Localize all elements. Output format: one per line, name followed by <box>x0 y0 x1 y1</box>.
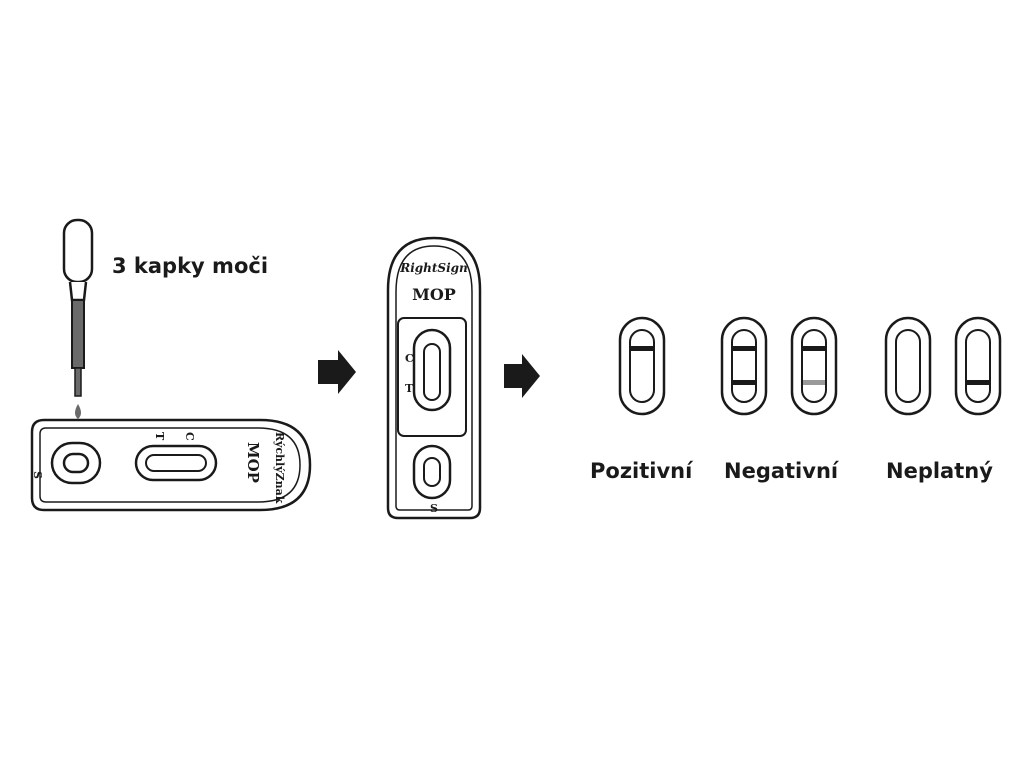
arrow-right-icon <box>318 350 356 394</box>
sample-label: S <box>430 502 438 515</box>
test-line <box>733 380 755 385</box>
product-label: MOP <box>244 442 262 483</box>
instruction-text: 3 kapky moči <box>112 254 269 278</box>
control-label: C <box>405 352 414 365</box>
result-negative-1 <box>720 316 768 416</box>
result-invalid-2 <box>954 316 1002 416</box>
product-label: MOP <box>412 285 456 304</box>
test-line <box>967 380 989 385</box>
positive-label: Pozitivní <box>590 459 693 483</box>
negative-label: Negativní <box>724 459 839 483</box>
invalid-label: Neplatný <box>886 459 993 483</box>
control-line <box>631 346 653 351</box>
control-line <box>803 346 825 351</box>
arrow-right-icon <box>504 354 540 398</box>
control-label: C <box>183 432 196 441</box>
test-label: T <box>153 432 166 441</box>
dropper-icon <box>62 218 94 397</box>
faint-test-line <box>803 380 825 385</box>
sample-label: S <box>31 471 44 479</box>
result-negative-2 <box>790 316 838 416</box>
vertical-test-cassette: RightSign MOP C T S <box>386 236 482 520</box>
control-line <box>733 346 755 351</box>
test-label: T <box>405 382 414 395</box>
brand-label: RightSign <box>399 261 468 275</box>
horizontal-test-cassette: S C T RýchlýZnak MOP <box>30 418 312 512</box>
result-positive <box>618 316 666 416</box>
brand-label: RýchlýZnak <box>273 432 286 504</box>
result-invalid-1 <box>884 316 932 416</box>
